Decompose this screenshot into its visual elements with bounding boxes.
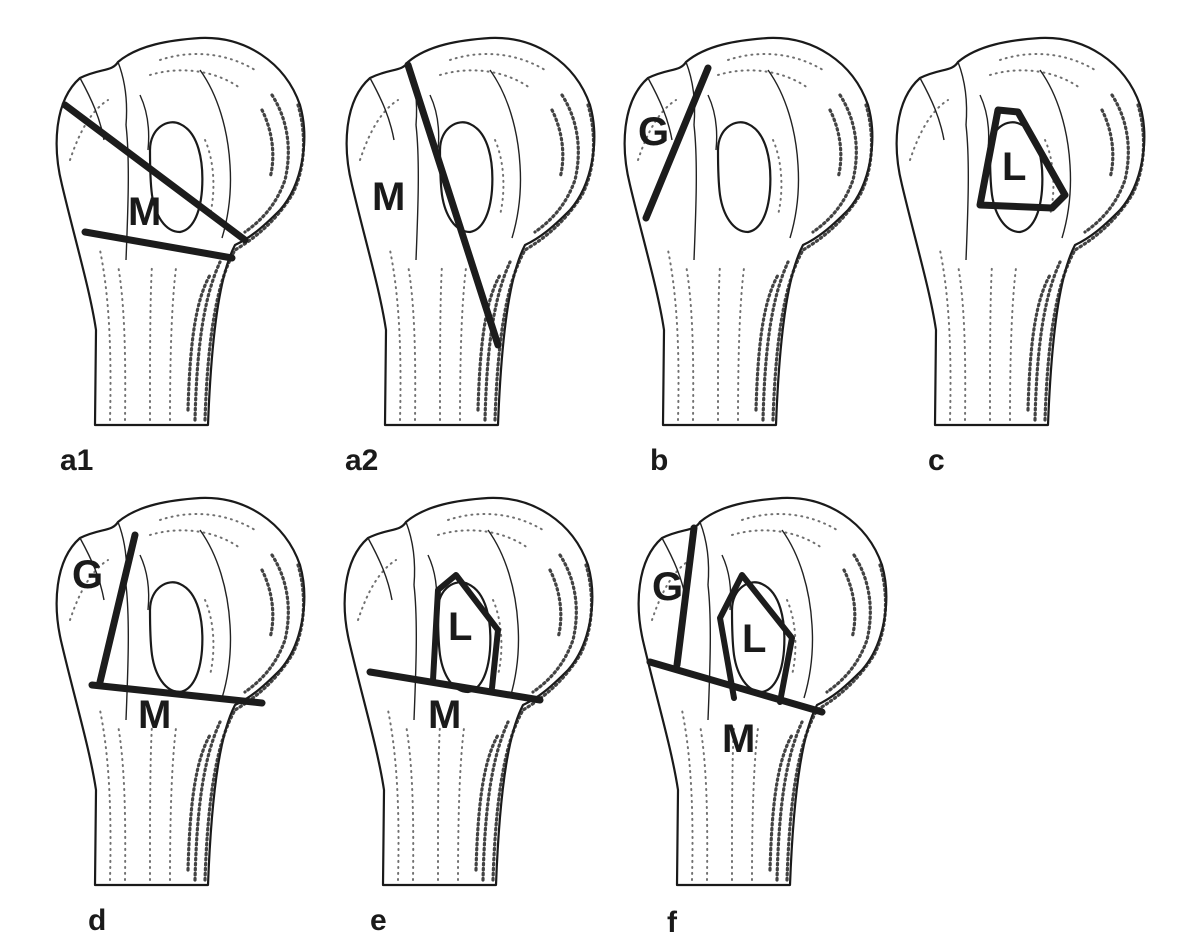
fragment-label-l: L — [742, 617, 766, 661]
fragment-label-m: M — [128, 190, 161, 234]
fracture-line — [81, 228, 236, 262]
fragment-label-m: M — [372, 175, 405, 219]
fracture-line — [642, 64, 712, 222]
fragment-label-m: M — [428, 693, 461, 737]
panel-label: a1 — [60, 444, 93, 477]
humerus-drawing — [623, 36, 874, 427]
panel-label: f — [667, 906, 678, 939]
fragment-label-g: G — [652, 565, 683, 609]
panel-label: c — [928, 444, 945, 477]
panel-a2: M a2 — [345, 36, 596, 477]
panel-label: a2 — [345, 444, 378, 477]
fragment-label-g: G — [638, 110, 669, 154]
panel-c: L c — [895, 36, 1146, 477]
fracture-line — [61, 101, 249, 244]
fracture-outline — [717, 572, 795, 705]
fracture-outline — [430, 572, 501, 691]
fracture-line — [96, 531, 139, 686]
panel-label: d — [88, 904, 106, 937]
panel-a1: M a1 — [55, 36, 306, 477]
panel-label: b — [650, 444, 668, 477]
fragment-label-g: G — [72, 553, 103, 597]
fragment-label-m: M — [722, 717, 755, 761]
fracture-line — [88, 681, 266, 707]
panel-f: G L M f — [637, 496, 888, 939]
panel-e: L M e — [343, 496, 594, 937]
fracture-line — [646, 658, 826, 716]
fracture-line — [404, 61, 502, 349]
panel-b: G b — [623, 36, 874, 477]
fragment-label-l: L — [1002, 145, 1026, 189]
fragment-label-l: L — [448, 605, 472, 649]
fracture-outline — [976, 106, 1069, 212]
fracture-line — [366, 668, 544, 704]
panel-d: G M d — [55, 496, 306, 937]
panel-label: e — [370, 904, 387, 937]
humerus-drawing — [345, 36, 596, 427]
humerus-drawing — [895, 36, 1146, 427]
fracture-line — [673, 524, 698, 669]
fragment-label-m: M — [138, 693, 171, 737]
